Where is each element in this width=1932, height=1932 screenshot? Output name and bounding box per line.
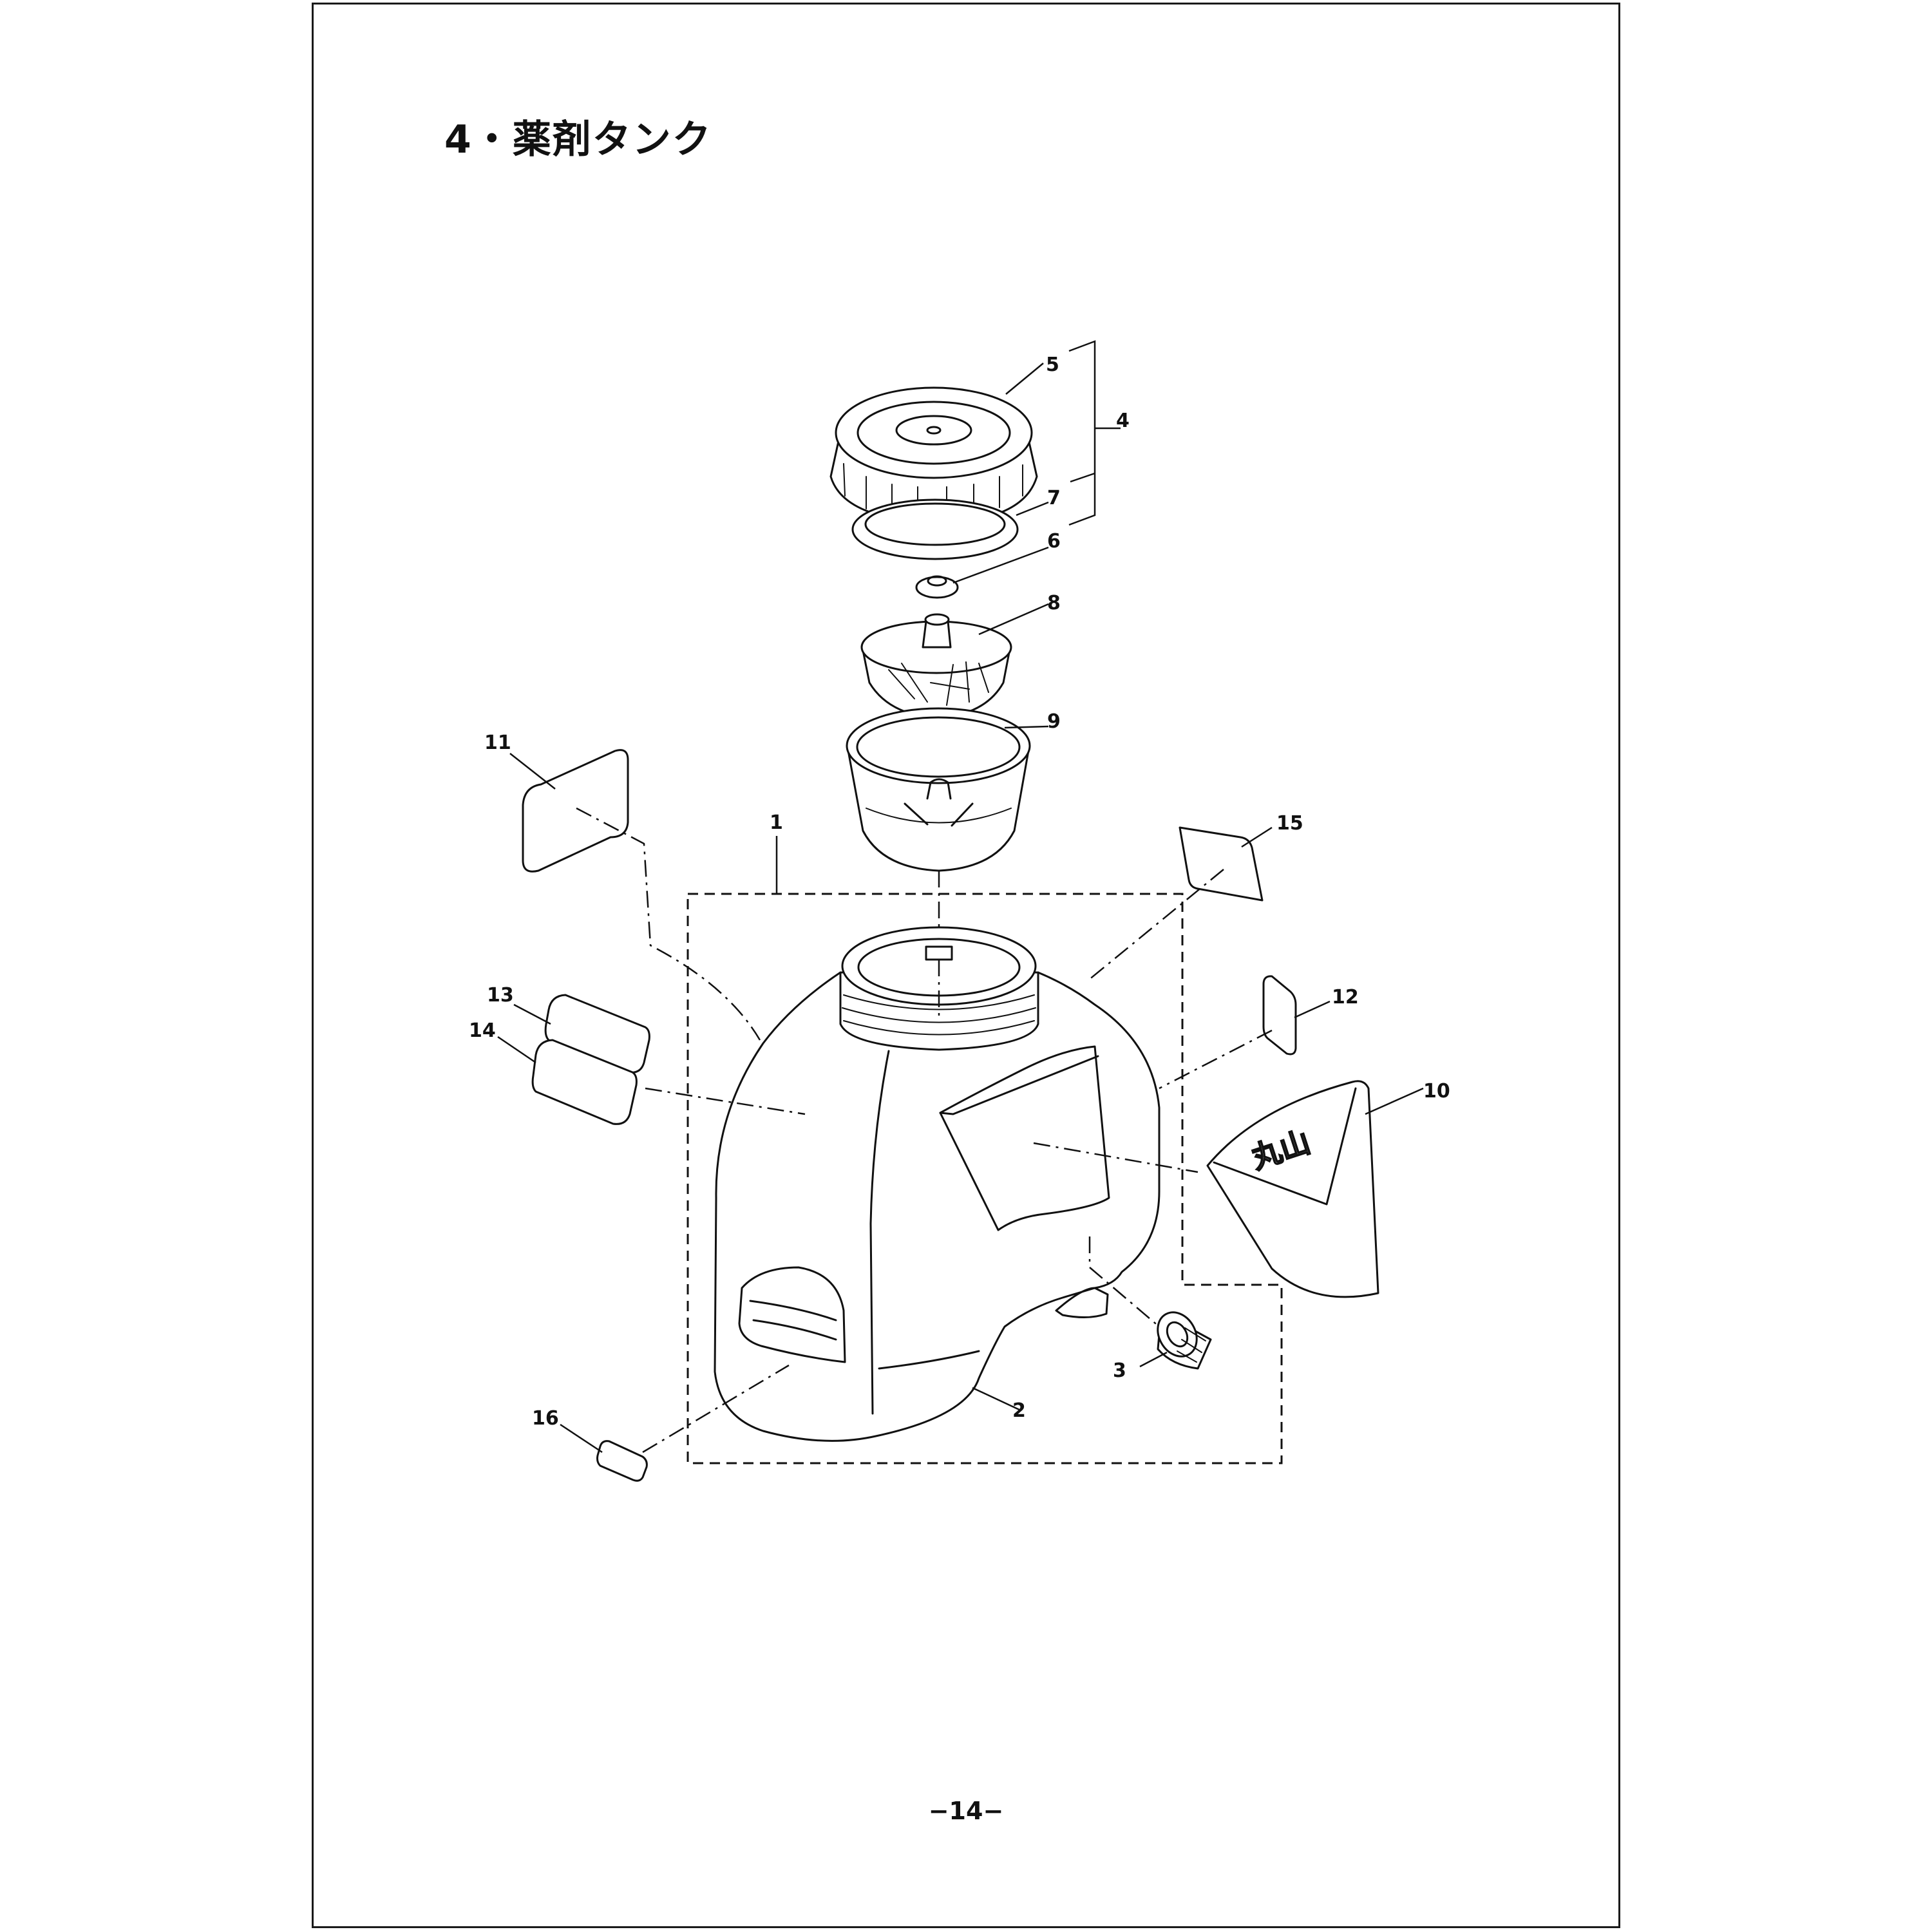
- part-10-logo-decal: 丸山: [1206, 1080, 1379, 1298]
- page-number: −14−: [928, 1797, 1004, 1825]
- callout-15: 15: [1276, 812, 1303, 835]
- part-16-label: [596, 1440, 648, 1482]
- callout-9: 9: [1047, 710, 1061, 733]
- part-2-tank-body: [714, 926, 1160, 1442]
- part-14-label: [531, 1039, 638, 1125]
- assembly-boundary-box: [687, 893, 1283, 1464]
- part-8-inner-cap: [860, 613, 1012, 719]
- part-15-label: [1179, 826, 1264, 902]
- callout-6: 6: [1047, 530, 1061, 553]
- part-7-gasket: [851, 498, 1019, 560]
- leader-7: [1016, 501, 1049, 516]
- leader-13: [513, 1003, 551, 1025]
- axis-10: [1033, 1142, 1198, 1173]
- axis-11: [576, 807, 761, 1041]
- bracket-4: [1068, 340, 1121, 526]
- callout-4: 4: [1116, 410, 1130, 432]
- part-11-label: [522, 749, 629, 873]
- callout-3: 3: [1113, 1359, 1126, 1382]
- leader-10: [1365, 1087, 1424, 1115]
- leader-8: [978, 603, 1049, 636]
- callout-8: 8: [1047, 592, 1061, 614]
- callout-1: 1: [770, 811, 783, 834]
- part-13-label: [544, 994, 650, 1074]
- callout-11: 11: [484, 732, 511, 754]
- axis-12: [1159, 1029, 1273, 1090]
- axis-16: [642, 1364, 790, 1454]
- part-9-strainer: [846, 707, 1031, 872]
- page-title: 4・薬剤タンク: [444, 117, 712, 162]
- leader-11: [509, 753, 556, 790]
- leader-15: [1241, 826, 1273, 848]
- part-5-cap: [829, 386, 1038, 524]
- leader-2: [972, 1387, 1021, 1412]
- callout-12: 12: [1332, 986, 1359, 1009]
- callout-5: 5: [1046, 354, 1059, 376]
- axis-3: [1088, 1236, 1160, 1327]
- axis-13-14: [645, 1087, 806, 1115]
- part-3-drain-plug: [1157, 1311, 1212, 1370]
- leader-3: [1139, 1351, 1168, 1368]
- leader-6: [952, 546, 1049, 584]
- part-12-label: [1262, 975, 1297, 1056]
- leader-12: [1294, 1000, 1331, 1019]
- callout-10: 10: [1423, 1080, 1450, 1103]
- leader-16: [560, 1423, 603, 1454]
- part-6-valve: [915, 575, 959, 599]
- callout-7: 7: [1047, 487, 1061, 509]
- callout-14: 14: [469, 1019, 496, 1042]
- leader-9: [1004, 725, 1049, 729]
- leader-5: [1005, 363, 1044, 395]
- callout-13: 13: [487, 984, 514, 1007]
- callout-2: 2: [1012, 1399, 1026, 1422]
- leader-14: [497, 1036, 536, 1064]
- callout-16: 16: [532, 1407, 559, 1430]
